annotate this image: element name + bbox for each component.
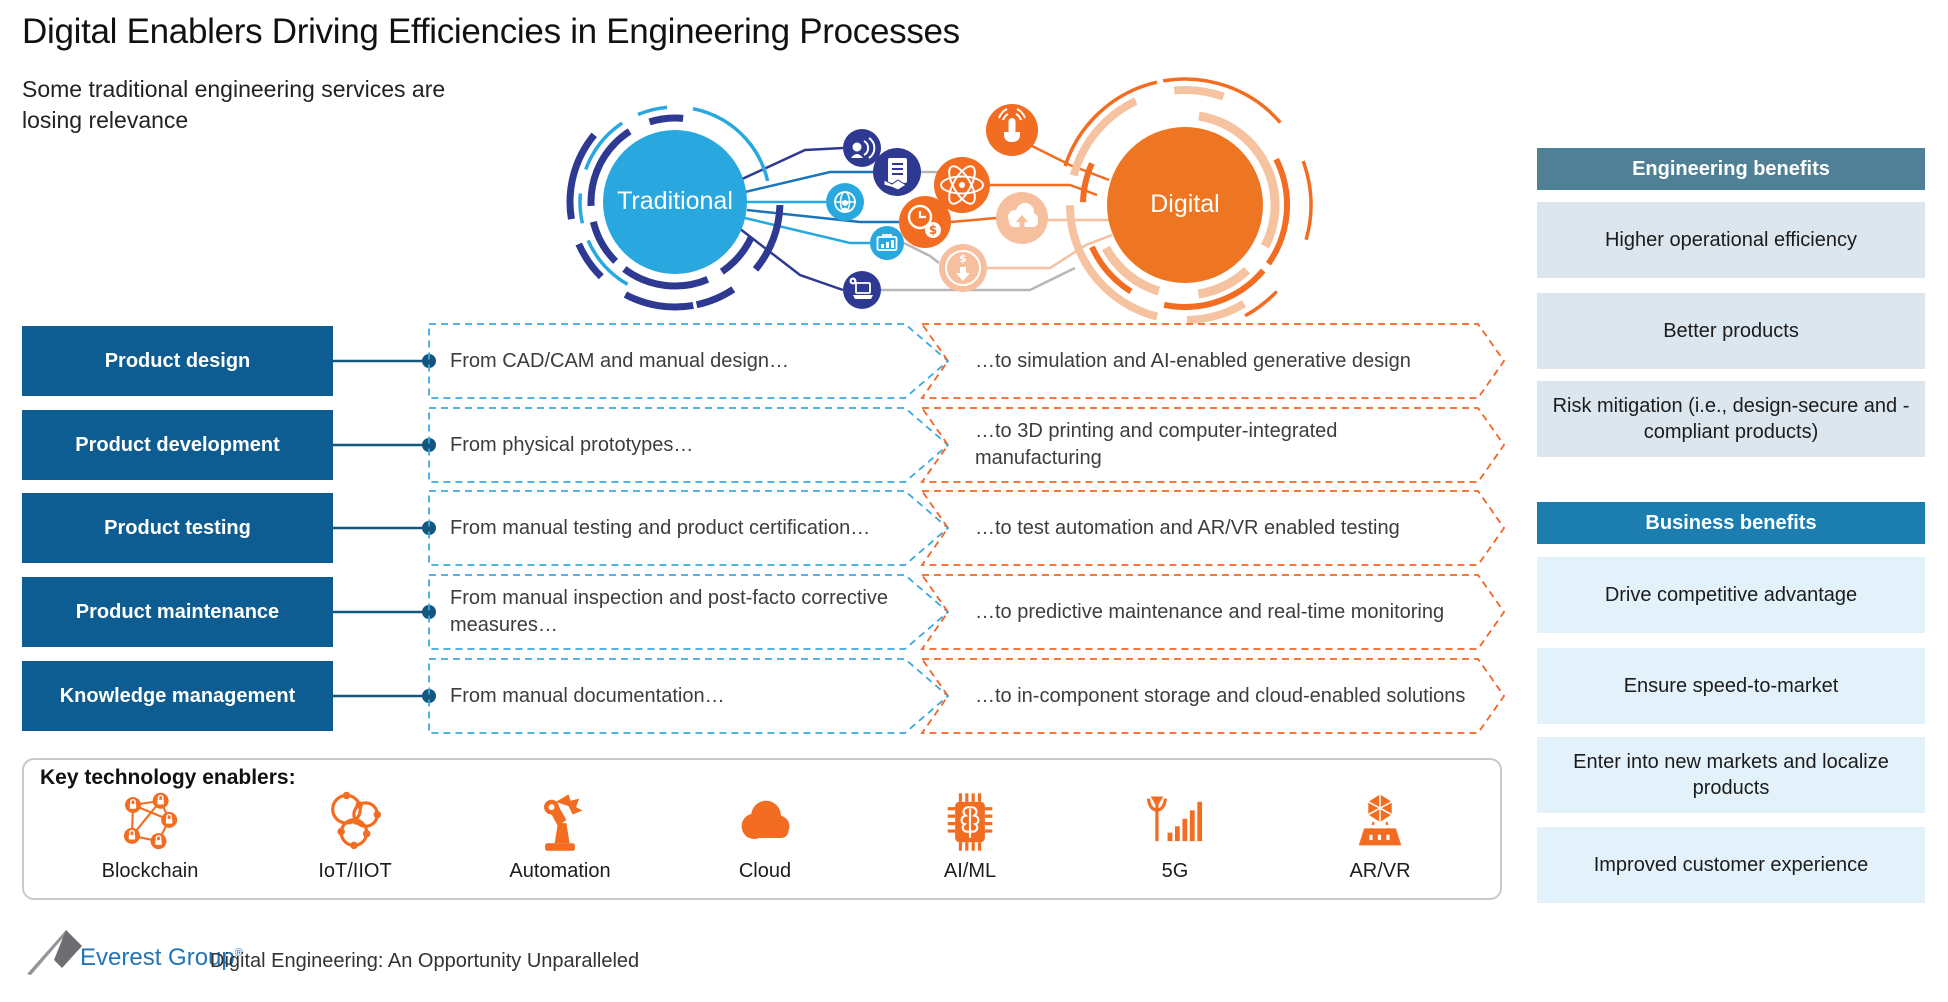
circuit-lines [734,143,1113,292]
enabler-label: AI/ML [943,860,997,882]
enabler-blockchain: Blockchain [60,788,240,883]
enabler-label: AR/VR [1349,860,1411,882]
footer-caption: Digital Engineering: An Opportunity Unpa… [210,950,640,972]
to-text-row1: …to simulation and AI-enabled generative… [975,349,1411,372]
blockchain-icon [123,792,178,850]
document-handshake-icon [873,148,921,196]
time-money-icon: $ [899,196,951,248]
touch-icon [986,104,1038,156]
enabler-automation: Automation [470,788,650,883]
svg-text:$: $ [929,223,937,237]
enabler-ar-vr: AR/VR [1290,788,1470,883]
from-text-row2: From physical prototypes… [450,433,694,456]
business-benefits-header: Business benefits [1537,502,1925,544]
chart-icon [870,226,904,260]
enabler-5g: 5G [1085,788,1265,883]
to-text-row2: …to 3D printing and computer-integrated … [975,420,1338,469]
engineering-benefit-item: Better products [1537,293,1925,369]
registered-mark: ® [234,947,243,959]
enabler-row: Blockchain IoT/IIOT [60,788,1470,883]
page-title: Digital Enablers Driving Efficiencies in… [22,12,960,51]
from-text-row5: From manual documentation… [450,684,725,707]
enabler-cloud: Cloud [675,788,855,883]
business-benefit-item: Ensure speed-to-market [1537,648,1925,724]
ai-ml-chip-icon [947,793,993,851]
atom-icon [934,157,990,213]
enabler-label: Blockchain [101,860,199,882]
enablers-label: Key technology enablers: [40,766,296,789]
from-text-row4: From manual inspection and post-facto co… [450,587,888,636]
engineering-benefit-item: Higher operational efficiency [1537,202,1925,278]
from-text-row1: From CAD/CAM and manual design… [450,349,790,372]
to-arrow-outlines [920,323,1506,734]
process-label-knowledge-management: Knowledge management [22,661,333,731]
voice-icon [843,129,881,167]
traditional-to-digital-graphic: $ $ [566,77,1313,330]
automation-icon [544,794,583,851]
cloud-upload-icon [996,192,1048,244]
laptop-gear-icon [843,271,881,309]
key-technology-enablers-panel [22,758,1502,900]
ar-vr-icon [1358,794,1402,846]
enabler-label: Cloud [738,860,792,882]
to-text-row3: …to test automation and AR/VR enabled te… [975,516,1400,539]
iot-icon [331,791,382,850]
everest-group-logo-mountain [27,930,82,975]
to-text-row5: …to in-component storage and cloud-enabl… [975,684,1466,707]
globe-user-icon [826,183,864,221]
enabler-label: Automation [509,860,611,882]
everest-group-brand: Everest Group® [80,944,243,971]
enabler-label: 5G [1161,860,1189,882]
process-label-product-development: Product development [22,410,333,480]
5g-antenna-icon [1146,796,1203,842]
from-arrow-outlines [428,323,950,734]
enabler-ai-ml: AI/ML [880,788,1060,883]
cost-down-icon: $ [939,244,987,292]
business-benefit-item: Enter into new markets and localize prod… [1537,737,1925,813]
traditional-label: Traditional [617,187,733,215]
enabler-label: IoT/IIOT [318,860,392,882]
svg-text:$: $ [959,252,967,265]
digital-label: Digital [1150,190,1220,218]
process-label-product-maintenance: Product maintenance [22,577,333,647]
digital-circle [1057,77,1313,330]
from-text-row3: From manual testing and product certific… [450,516,871,539]
to-text-row4: …to predictive maintenance and real-time… [975,600,1445,623]
process-label-product-design: Product design [22,326,333,396]
page-subtitle: Some traditional engineering services ar… [22,76,446,134]
engineering-benefits-header: Engineering benefits [1537,148,1925,190]
traditional-circle [566,93,784,311]
engineering-benefit-item: Risk mitigation (i.e., design-secure and… [1537,381,1925,457]
business-benefit-item: Improved customer experience [1537,827,1925,903]
business-benefit-item: Drive competitive advantage [1537,557,1925,633]
enabler-iot: IoT/IIOT [265,788,445,883]
cloud-icon [741,800,790,839]
process-label-product-testing: Product testing [22,493,333,563]
